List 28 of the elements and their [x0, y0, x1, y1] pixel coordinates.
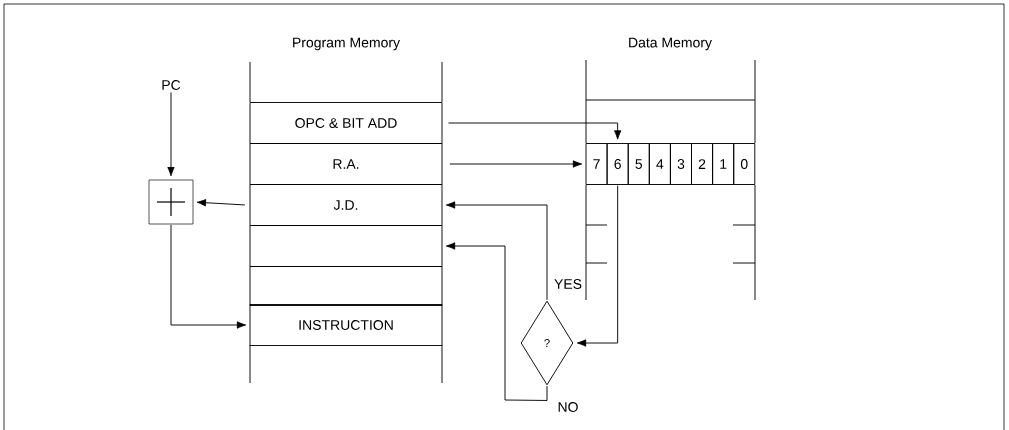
arrow — [445, 201, 548, 301]
memory-cell — [249, 266, 443, 306]
arrow — [170, 224, 247, 329]
arrow — [445, 242, 548, 401]
edge-label: YES — [552, 277, 584, 291]
adder-box — [148, 179, 194, 225]
memory-cell: INSTRUCTION — [249, 304, 443, 346]
arrow — [448, 122, 622, 140]
arrow — [196, 199, 246, 207]
memory-cell — [249, 225, 443, 267]
bit-cell: 3 — [669, 143, 692, 185]
arrow — [167, 91, 175, 177]
memory-cell: OPC & BIT ADD — [249, 102, 443, 144]
edge-label: NO — [556, 400, 580, 414]
column-heading: Data Memory — [629, 37, 712, 51]
arrow — [449, 160, 583, 168]
bit-cell: 6 — [606, 143, 629, 185]
column-heading: Program Memory — [293, 37, 400, 51]
bit-cell: 0 — [733, 143, 756, 185]
bit-cell: 2 — [691, 143, 714, 185]
signal-label: PC — [162, 80, 181, 90]
memory-cell: J.D. — [249, 184, 443, 226]
bit-cell: 1 — [712, 143, 735, 185]
memory-cell: R.A. — [249, 143, 443, 185]
bit-cell: 7 — [585, 143, 608, 185]
bit-cell: 4 — [648, 143, 671, 185]
arrow — [576, 185, 619, 347]
bit-cell: 5 — [627, 143, 650, 185]
